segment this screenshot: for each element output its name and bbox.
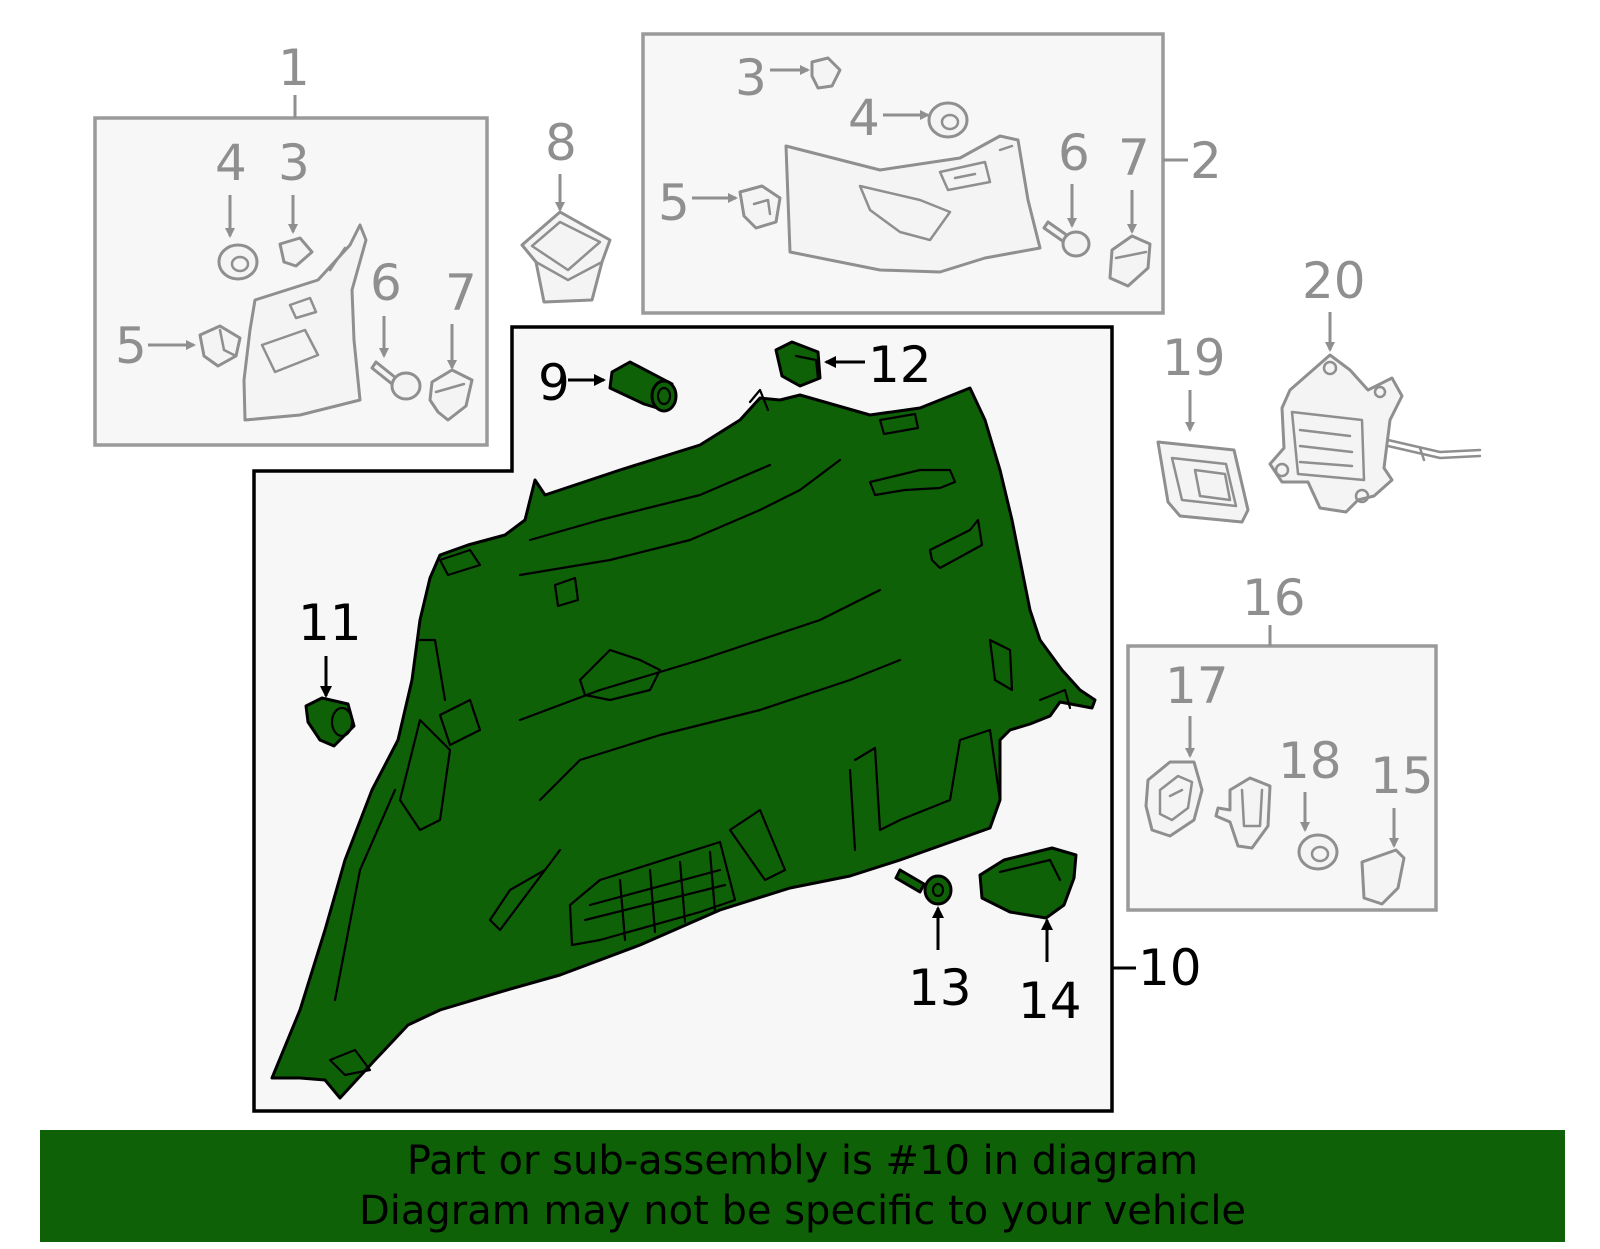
clip-part-highlighted	[774, 340, 822, 388]
cap-part-15	[1360, 848, 1406, 906]
callout-18: 18	[1278, 732, 1342, 790]
bolt-part-highlighted	[894, 868, 953, 906]
housing-part	[1144, 760, 1204, 838]
callout-6-group2: 6	[1058, 124, 1090, 182]
retainer-part-18	[1297, 833, 1339, 871]
callout-8: 8	[545, 114, 577, 172]
callout-9: 9	[538, 354, 570, 412]
fastener-part	[198, 324, 242, 368]
pillar-trim-panel-part	[242, 223, 368, 422]
quarter-trim-panel-highlighted-part	[270, 386, 1097, 1100]
retainer-part-highlighted	[304, 696, 356, 748]
part-19-group: 19	[1156, 329, 1250, 524]
callout-6-group1: 6	[370, 254, 402, 312]
callout-20: 20	[1302, 252, 1366, 310]
callout-17: 17	[1165, 657, 1229, 715]
footer-line-disclaimer: Diagram may not be specific to your vehi…	[358, 1188, 1247, 1234]
callout-7-group1: 7	[445, 264, 477, 322]
group-10-box: 10	[252, 325, 1202, 1113]
callout-7-group2: 7	[1118, 129, 1150, 187]
group-1-box: 1 4 3 5 6	[93, 39, 489, 447]
callout-13: 13	[908, 959, 972, 1017]
part-20-group: 20	[1268, 252, 1482, 514]
quarter-upper-trim-panel-part	[784, 134, 1042, 274]
bolt-part	[370, 360, 422, 401]
group-2-box: 2 3 4 5 6	[641, 32, 1222, 315]
callout-14: 14	[1018, 972, 1082, 1030]
cover-part	[428, 368, 474, 422]
part-8-group: 8	[520, 114, 612, 304]
callout-5-group1: 5	[115, 317, 147, 375]
callout-16: 16	[1242, 569, 1306, 627]
pin-part-highlighted	[608, 360, 678, 413]
callout-4-group1: 4	[215, 134, 247, 192]
clip-part	[278, 236, 314, 268]
callout-3-group1: 3	[278, 134, 310, 192]
bolt-part-2	[1042, 220, 1091, 258]
latch-assembly-part	[1268, 353, 1482, 514]
callout-3-group2: 3	[735, 49, 767, 107]
callout-2: 2	[1190, 132, 1222, 190]
callout-10: 10	[1138, 939, 1202, 997]
callout-5-group2: 5	[658, 174, 690, 232]
callout-19: 19	[1162, 329, 1226, 387]
callout-1: 1	[278, 39, 310, 97]
clip-part-2	[810, 56, 842, 90]
footer-banner: Part or sub-assembly is #10 in diagram D…	[40, 1130, 1565, 1242]
callout-4-group2: 4	[848, 89, 880, 147]
callout-15: 15	[1370, 747, 1434, 805]
push-retainer-part	[217, 243, 259, 281]
trim-bezel-part	[1156, 440, 1250, 524]
callout-11: 11	[298, 594, 362, 652]
group-16-box: 16 17 18 15	[1126, 569, 1438, 912]
storage-bin-part	[520, 210, 612, 304]
fastener-part-2	[738, 184, 782, 230]
cover-part-highlighted	[978, 846, 1078, 920]
clip-holder-part	[1214, 776, 1272, 850]
footer-line-part-number: Part or sub-assembly is #10 in diagram	[406, 1138, 1199, 1184]
cover-part-2	[1108, 234, 1152, 288]
push-retainer-part-2	[927, 101, 969, 139]
callout-12: 12	[868, 336, 932, 394]
